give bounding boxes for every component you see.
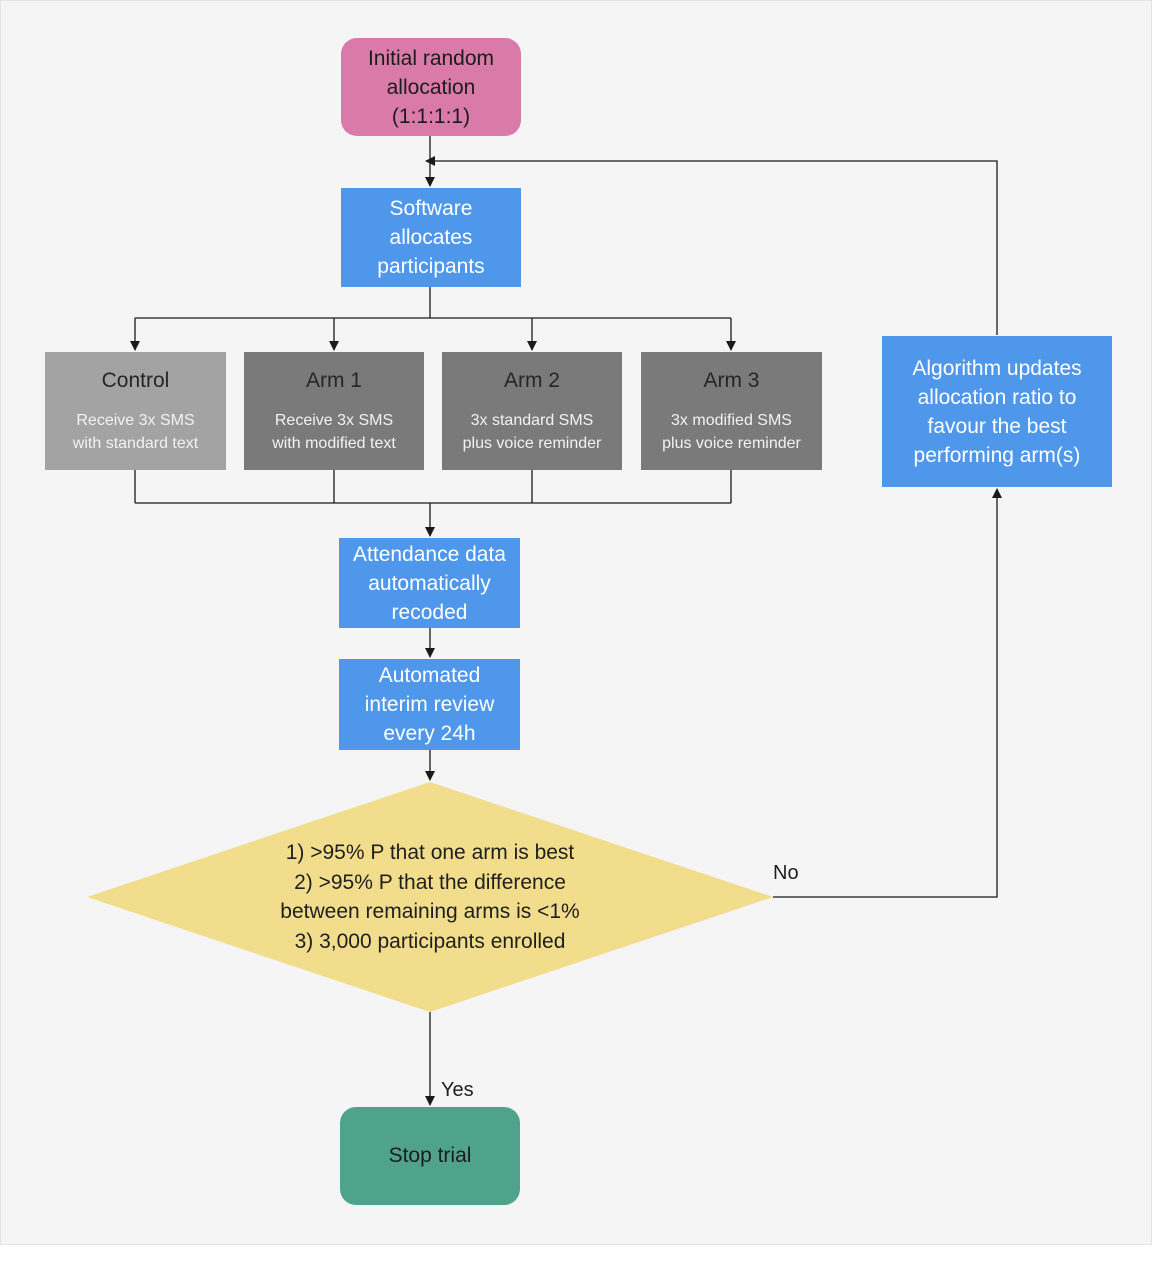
arm-control-node: Control Receive 3x SMS with standard tex…: [45, 352, 226, 470]
arm-control-desc: Receive 3x SMS with standard text: [72, 411, 199, 452]
diagram-canvas: [0, 0, 1152, 1245]
attendance-data-label: Attendance data automatically recoded: [353, 542, 506, 624]
initial-allocation-label: Initial random allocation (1:1:1:1): [367, 46, 495, 128]
interim-review-label: Automated interim review every 24h: [364, 664, 495, 745]
stop-trial-node: Stop trial: [340, 1107, 520, 1205]
arm-control-title: Control: [101, 368, 170, 392]
stop-trial-label: Stop trial: [388, 1144, 472, 1167]
interim-review-node: Automated interim review every 24h: [339, 659, 520, 750]
edge-decision-algorithm: [773, 488, 1002, 898]
arm-1-desc: Receive 3x SMS with modified text: [272, 411, 396, 452]
arm-3-desc: 3x modified SMS plus voice reminder: [662, 411, 801, 452]
software-allocates-label: Software allocates participants: [377, 197, 485, 278]
arm-2-node: Arm 2 3x standard SMS plus voice reminde…: [442, 352, 622, 470]
arm-2-title: Arm 2: [503, 368, 560, 392]
arm-3-node: Arm 3 3x modified SMS plus voice reminde…: [641, 352, 822, 470]
initial-allocation-node: Initial random allocation (1:1:1:1): [341, 38, 521, 136]
arm-3-title: Arm 3: [703, 368, 760, 392]
decision-criteria-text: 1) >95% P that one arm is best 2) >95% P…: [280, 841, 580, 953]
software-allocates-node: Software allocates participants: [341, 188, 521, 287]
yes-label: Yes: [441, 1079, 474, 1101]
algorithm-update-node: Algorithm updates allocation ratio to fa…: [882, 336, 1112, 487]
arm-1-title: Arm 1: [305, 368, 362, 392]
algorithm-update-label: Algorithm updates allocation ratio to fa…: [912, 356, 1082, 467]
arm-2-desc: 3x standard SMS plus voice reminder: [462, 411, 602, 452]
decision-diamond: [87, 782, 773, 1012]
no-label: No: [773, 862, 799, 884]
edge-algorithm-loop: [425, 156, 998, 335]
attendance-data-node: Attendance data automatically recoded: [339, 538, 520, 628]
arm-1-node: Arm 1 Receive 3x SMS with modified text: [244, 352, 424, 470]
